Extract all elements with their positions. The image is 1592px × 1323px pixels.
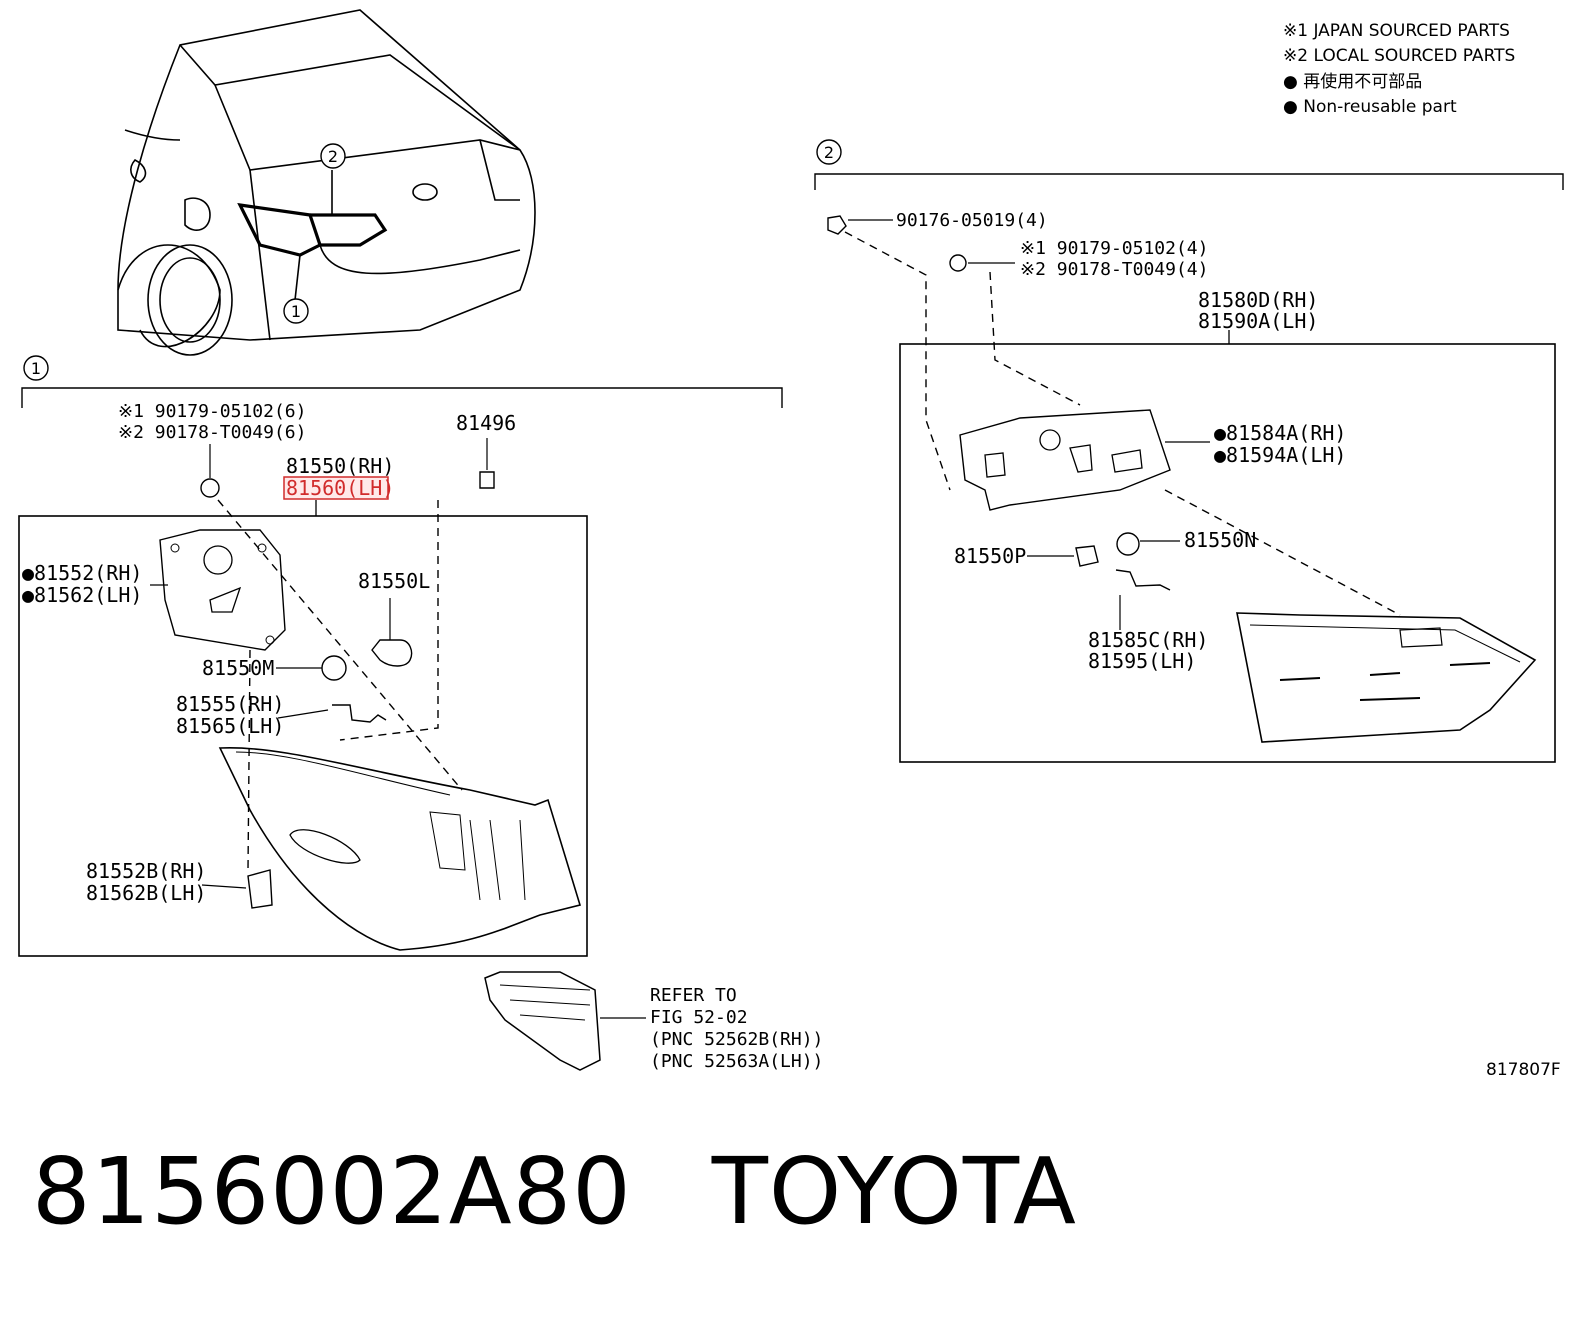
callout-2-right xyxy=(816,139,842,165)
socket-icon xyxy=(321,655,347,681)
socket-label: 81550M xyxy=(202,656,274,680)
bulb-icon xyxy=(371,639,413,667)
gasket-icon-right xyxy=(959,409,1171,511)
bulb-icon-right xyxy=(1116,532,1140,556)
legend-jp-nonreusable: ● 再使用不可部品 xyxy=(1283,71,1422,92)
screw-local-label-right: ※2 90178-T0049(4) xyxy=(1020,259,1208,280)
seal-lh-label: 81562B(LH) xyxy=(86,881,206,905)
gasket-lh-label: ●81562(LH) xyxy=(22,583,142,607)
bracket-icon xyxy=(484,971,601,1071)
footer-brand: TOYOTA xyxy=(711,1138,1077,1245)
socket-icon-right xyxy=(1075,545,1099,567)
callout-1-text: 1 xyxy=(291,302,301,321)
callout-2-text: 2 xyxy=(328,147,338,166)
socket-label-right: 81550P xyxy=(954,544,1026,568)
screw-japan-label-right: ※1 90179-05102(4) xyxy=(1020,238,1208,259)
seal-rh-label: 81552B(RH) xyxy=(86,859,206,883)
assy-lh-label-right: 81590A(LH) xyxy=(1198,309,1318,333)
callout-1-top: 1 xyxy=(283,298,309,324)
screw-local-label: ※2 90178-T0049(6) xyxy=(118,422,306,443)
refer-line4: (PNC 52563A(LH)) xyxy=(650,1051,823,1072)
clip-label: 81496 xyxy=(456,411,516,435)
left-group: 1 ※1 90179-05102(6) ※2 90178-T0049(6) 81… xyxy=(18,355,783,957)
gasket-rh-label-right: ●81584A(RH) xyxy=(1214,421,1346,445)
assembly-2-box xyxy=(899,343,1556,763)
gasket-lh-label-right: ●81594A(LH) xyxy=(1214,443,1346,467)
wire-harness-icon xyxy=(332,704,387,723)
assembly-1-box xyxy=(18,515,588,957)
assy-rh-label-right: 81580D(RH) xyxy=(1198,288,1318,312)
gasket-icon xyxy=(159,529,286,651)
legend: ※1 JAPAN SOURCED PARTS ※2 LOCAL SOURCED … xyxy=(1283,21,1515,117)
nut-icon xyxy=(827,215,847,235)
bracket-refer: REFER TO FIG 52-02 (PNC 52562B(RH)) (PNC… xyxy=(484,971,823,1072)
assy-rh-label: 81550(RH) xyxy=(286,454,394,478)
assy-lh-label: 81560(LH) xyxy=(286,476,394,500)
car-illustration xyxy=(117,9,536,356)
wire-lh-label: 81565(LH) xyxy=(176,714,284,738)
group-2-bracket xyxy=(814,173,1564,190)
callout-2-right-text: 2 xyxy=(824,143,834,162)
legend-local: ※2 LOCAL SOURCED PARTS xyxy=(1283,46,1515,66)
screw-japan-label: ※1 90179-05102(6) xyxy=(118,401,306,422)
nut-label: 90176-05019(4) xyxy=(896,210,1048,231)
callout-1-left-text: 1 xyxy=(31,359,41,378)
footer: 8156002A80 TOYOTA xyxy=(32,1138,1077,1245)
tail-lamp-lens xyxy=(218,746,582,951)
refer-line3: (PNC 52562B(RH)) xyxy=(650,1029,823,1050)
legend-japan: ※1 JAPAN SOURCED PARTS xyxy=(1283,21,1510,41)
screw-icon xyxy=(200,478,220,498)
wire-harness-icon-right xyxy=(1115,569,1171,591)
inner-lamp-lens xyxy=(1236,612,1537,743)
footer-part-number: 8156002A80 xyxy=(32,1138,632,1245)
bulb-label: 81550L xyxy=(358,569,430,593)
assy-lh-highlight xyxy=(283,476,389,500)
wire-rh-label-right: 81585C(RH) xyxy=(1088,628,1208,652)
callout-1-left xyxy=(23,355,49,381)
bulb-label-right: 81550N xyxy=(1184,528,1256,552)
refer-line1: REFER TO xyxy=(650,985,737,1006)
group-1-bracket xyxy=(21,387,783,408)
legend-nonreusable: ● Non-reusable part xyxy=(1283,97,1457,117)
screw-icon-right xyxy=(949,254,967,272)
callout-2-top: 2 xyxy=(320,143,346,169)
wire-lh-label-right: 81595(LH) xyxy=(1088,649,1196,673)
gasket-rh-label: ●81552(RH) xyxy=(22,561,142,585)
figure-code: 817807F xyxy=(1486,1060,1561,1080)
clip-icon xyxy=(479,471,495,489)
refer-line2: FIG 52-02 xyxy=(650,1007,748,1028)
wire-rh-label: 81555(RH) xyxy=(176,692,284,716)
right-group: 2 90176-05019(4) ※1 90179-05102(4) ※2 90… xyxy=(814,139,1564,763)
seal-icon xyxy=(247,869,273,909)
